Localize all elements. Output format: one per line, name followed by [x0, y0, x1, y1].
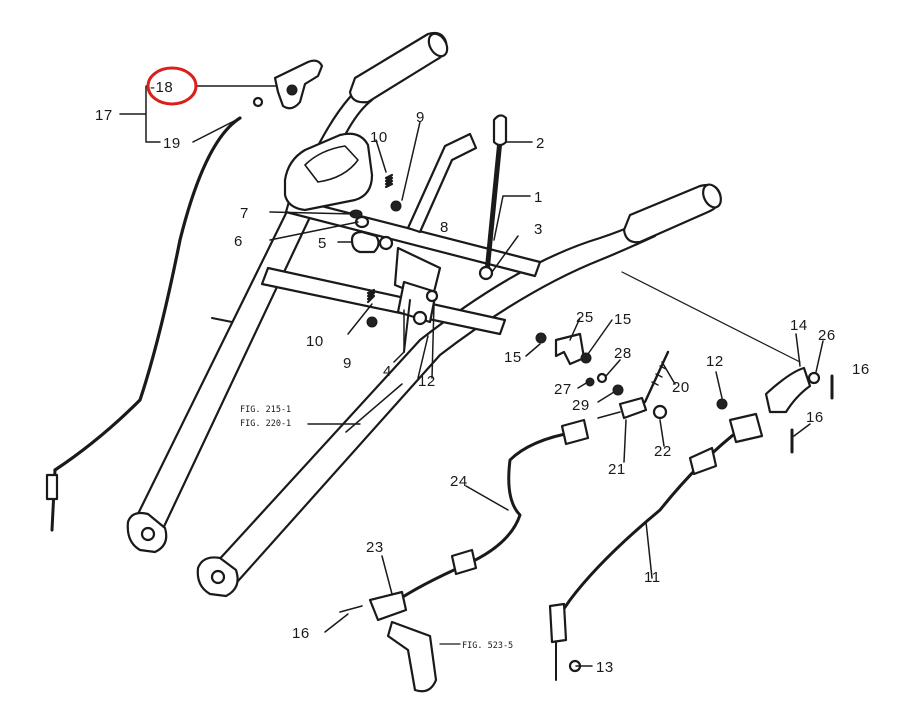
callout-17: 17 — [95, 107, 113, 124]
cable-24-end — [560, 418, 590, 446]
fig-ref-215: FIG. 215-1 — [240, 405, 291, 415]
handlebar-frame — [126, 31, 722, 598]
nut-15-left — [535, 332, 547, 344]
left-grip-end — [427, 32, 449, 58]
cable-11-fitting — [688, 446, 718, 476]
pin-9-lower — [366, 316, 378, 328]
bolt-12 — [412, 310, 428, 326]
callout-15-right: 15 — [614, 311, 632, 328]
callout-10-lower: 10 — [306, 333, 324, 350]
lever-8 — [406, 132, 478, 234]
side-pin — [211, 317, 233, 323]
callout-9-upper: 9 — [416, 109, 425, 126]
fig-ref-220: FIG. 220-1 — [240, 419, 291, 429]
throttle-cable-assembly — [45, 59, 324, 532]
callout-12-right: 12 — [706, 353, 724, 370]
callout-13: 13 — [596, 659, 614, 676]
callout-16-mid: 16 — [806, 409, 824, 426]
callout-2: 2 — [536, 135, 545, 152]
callout-6: 6 — [234, 233, 243, 250]
callout-29: 29 — [572, 397, 590, 414]
nut-22 — [652, 404, 668, 420]
rod-4 — [403, 299, 411, 353]
callout-4: 4 — [383, 363, 392, 380]
highlight-circle — [146, 66, 198, 106]
cable-11-upper-end — [728, 412, 764, 444]
turnbuckle-21 — [618, 396, 648, 420]
lower-linkage — [386, 620, 438, 693]
callout-25: 25 — [576, 309, 594, 326]
cable-24-adjuster — [450, 548, 478, 576]
callout-15-left: 15 — [504, 349, 522, 366]
right-grip-end — [702, 183, 722, 209]
callout-5: 5 — [318, 235, 327, 252]
figure-references: FIG. 215-1 FIG. 220-1 FIG. 523-5 — [240, 405, 513, 651]
cable-24 — [393, 430, 577, 604]
callout-18: -18 — [150, 79, 173, 96]
callout-1: 1 — [534, 189, 543, 206]
cross-brace — [260, 266, 507, 336]
pin-9-upper — [390, 200, 402, 212]
cable-11-end — [548, 602, 568, 644]
callout-12-left: 12 — [418, 373, 436, 390]
nut-12b — [425, 289, 439, 303]
right-mount-bolt-hole — [210, 569, 226, 585]
rod-20 — [643, 350, 670, 404]
callout-14: 14 — [790, 317, 808, 334]
right-cable-group — [307, 271, 834, 693]
bolt-12-right — [716, 398, 728, 410]
fig-ref-523: FIG. 523-5 — [462, 641, 513, 651]
callout-21: 21 — [608, 461, 626, 478]
bushing — [378, 235, 394, 251]
center-lever-group — [211, 114, 508, 353]
callout-labels: -18 17 19 10 9 2 1 3 7 6 5 8 10 9 4 12 2… — [95, 79, 870, 676]
callout-20: 20 — [672, 379, 690, 396]
callout-8: 8 — [440, 219, 449, 236]
callout-3: 3 — [534, 221, 543, 238]
washer-28 — [596, 372, 608, 384]
throttle-lever-18 — [273, 59, 324, 110]
upper-crossbar — [284, 196, 542, 278]
callout-9-lower: 9 — [343, 355, 352, 372]
part-27 — [585, 377, 595, 387]
lever-14 — [764, 366, 812, 414]
control-console — [283, 132, 374, 212]
console-detail — [304, 145, 359, 183]
callout-16-right: 16 — [852, 361, 870, 378]
callout-28: 28 — [614, 345, 632, 362]
part-29 — [612, 384, 624, 396]
callout-22: 22 — [654, 443, 672, 460]
shift-knob-2 — [492, 114, 508, 147]
rod-nut-3 — [478, 265, 494, 281]
leader-lines — [119, 85, 824, 667]
callout-7: 7 — [240, 205, 249, 222]
washer-26 — [807, 371, 821, 385]
spring-10-upper — [384, 173, 394, 189]
left-mount-bolt-hole — [140, 526, 156, 542]
spring-10-lower — [366, 288, 376, 304]
pivot-bracket-lower — [396, 280, 438, 324]
lever-23 — [368, 590, 408, 622]
callout-16-left: 16 — [292, 625, 310, 642]
bracket-25 — [554, 332, 586, 366]
throttle-lever-pivot — [286, 84, 298, 96]
leader-14 — [621, 271, 801, 363]
throttle-small-ring — [252, 96, 264, 108]
cable-end-fitting — [45, 473, 59, 501]
callout-23: 23 — [366, 539, 384, 556]
callout-26: 26 — [818, 327, 836, 344]
callout-19: 19 — [163, 135, 181, 152]
callout-10-upper: 10 — [370, 129, 388, 146]
pin-16-left — [339, 605, 363, 613]
collar-5 — [350, 230, 380, 254]
callout-24: 24 — [450, 473, 468, 490]
callout-27: 27 — [554, 381, 572, 398]
nut-15-right — [580, 352, 592, 364]
callout-11: 11 — [644, 569, 661, 586]
